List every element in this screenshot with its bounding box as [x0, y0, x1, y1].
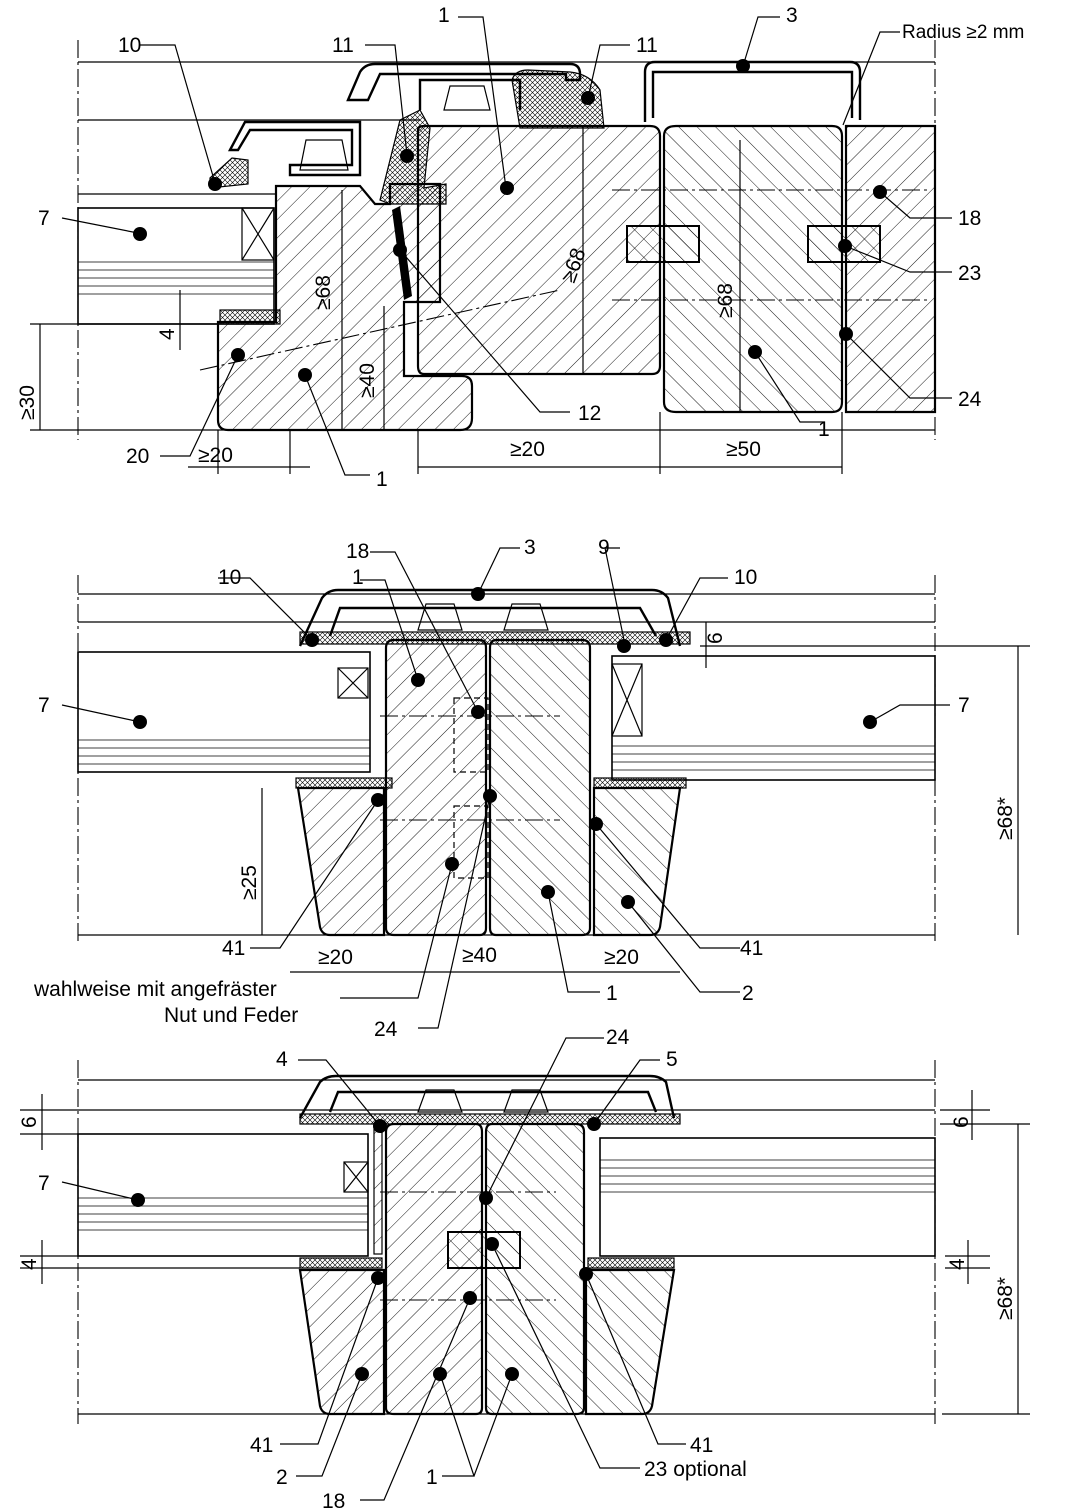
label-24-top: 24: [958, 388, 982, 411]
bottom-section: 4 24 5 7 41 41 2 1 23 optional 18 6 6 4 …: [18, 1026, 1030, 1510]
label-23-top: 23: [958, 262, 981, 285]
label-41-bottom-right: 41: [690, 1434, 713, 1457]
dim-6-bottom-left: 6: [18, 1116, 41, 1128]
label-11-top-right: 11: [636, 34, 658, 57]
note-line1: wahlweise mit angefräster: [33, 978, 277, 1001]
label-1-bottom: 1: [426, 1466, 438, 1489]
label-41-mid-right: 41: [740, 937, 763, 960]
dim-20-a-top: ≥20: [198, 444, 233, 467]
label-1-top-bottom: 1: [376, 468, 388, 491]
label-41-bottom-left: 41: [250, 1434, 273, 1457]
wood-block-far-right: [844, 124, 937, 414]
label-4-bottom: 4: [276, 1048, 288, 1071]
dim-30-top: ≥30: [16, 385, 39, 420]
dim-20-a-mid: ≥20: [318, 946, 353, 969]
label-24-bottom: 24: [606, 1026, 630, 1049]
wood-block-right: [662, 124, 844, 414]
label-18-top: 18: [958, 207, 981, 230]
label-18-mid: 18: [346, 540, 369, 563]
dim-20-b-top: ≥20: [510, 438, 545, 461]
dim-4-bottom-right: 4: [946, 1258, 969, 1270]
wood-block-center: [416, 124, 662, 376]
label-1-top: 1: [438, 4, 450, 27]
label-1-mid: 1: [352, 566, 364, 589]
label-1-mid-bottom: 1: [606, 982, 618, 1005]
label-12-top: 12: [578, 402, 601, 425]
dim-6-mid: 6: [704, 632, 727, 644]
dim-4-bottom-left: 4: [18, 1258, 41, 1270]
label-3-mid: 3: [524, 536, 536, 559]
note-line2: Nut und Feder: [164, 1004, 298, 1027]
label-7-top: 7: [38, 207, 50, 230]
label-9-mid: 9: [598, 536, 610, 559]
label-10-mid-right: 10: [734, 566, 757, 589]
dim-68-c-top: ≥68: [714, 283, 737, 318]
label-2-mid: 2: [742, 982, 754, 1005]
seal-gasket-11: [511, 69, 605, 129]
label-24-mid: 24: [374, 1018, 398, 1041]
label-11-top-left: 11: [332, 34, 354, 57]
label-5-bottom: 5: [666, 1048, 678, 1071]
middle-section: 18 3 9 10 1 10 7 7 41 41 24 1 2 ≥20 ≥40 …: [33, 536, 1030, 1041]
dim-25-mid: ≥25: [238, 865, 261, 900]
dim-4-top: 4: [156, 328, 179, 340]
label-radius: Radius ≥2 mm: [902, 22, 1024, 43]
dim-6-bottom-right: 6: [950, 1116, 973, 1128]
label-20-top: 20: [126, 445, 149, 468]
label-10-mid-left: 10: [218, 566, 241, 589]
label-2-bottom: 2: [276, 1466, 288, 1489]
dim-20-b-mid: ≥20: [604, 946, 639, 969]
label-7-mid-left: 7: [38, 694, 50, 717]
dim-40-mid: ≥40: [462, 944, 497, 967]
label-23-optional: 23 optional: [644, 1458, 747, 1481]
label-1-top-right: 1: [818, 418, 830, 441]
glass-pane-top: [77, 207, 275, 325]
top-section: 10 11 1 11 3 Radius ≥2 mm 7 18 23 24 1 1…: [16, 4, 1024, 491]
label-10-top: 10: [118, 34, 141, 57]
cover-profile-3: [643, 60, 862, 122]
label-7-mid-right: 7: [958, 694, 970, 717]
label-18-bottom: 18: [322, 1490, 345, 1510]
dim-68s-mid: ≥68*: [994, 797, 1017, 840]
dim-68-a-top: ≥68: [312, 275, 335, 310]
label-41-mid-left: 41: [222, 937, 245, 960]
dim-68s-bottom: ≥68*: [994, 1277, 1017, 1320]
dim-40-top: ≥40: [356, 363, 379, 398]
dim-50-top: ≥50: [726, 438, 761, 461]
label-7-bottom: 7: [38, 1172, 50, 1195]
label-3-top: 3: [786, 4, 798, 27]
